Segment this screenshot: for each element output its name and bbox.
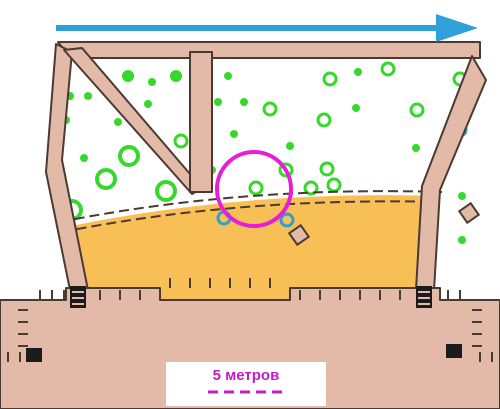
vegetation-ring	[95, 168, 117, 190]
vegetation-ring	[316, 112, 332, 128]
vegetation-ring	[319, 161, 335, 177]
vegetation-dot	[122, 70, 134, 82]
ladder-rungs	[72, 291, 430, 305]
rock-right-pillar	[415, 55, 487, 291]
vegetation-dot	[114, 118, 122, 126]
rock-frame	[0, 41, 500, 409]
vegetation-dot	[412, 144, 420, 152]
rock-top-beam	[57, 41, 481, 59]
earth-bank-lines	[59, 190, 443, 233]
vegetation-ring	[326, 177, 342, 193]
scale-bar-label: 5 метров	[212, 367, 280, 384]
vegetation-ring	[118, 145, 140, 167]
boulder-icon	[287, 201, 481, 247]
water-ring	[279, 212, 295, 228]
vegetation-ring	[278, 162, 294, 178]
rock-base	[0, 287, 500, 409]
earth-bank-upper	[59, 190, 443, 223]
control-circle-icon	[215, 150, 293, 228]
vegetation-dot	[224, 72, 232, 80]
vegetation-ring	[409, 102, 425, 118]
vegetation-ring	[303, 180, 319, 196]
vegetation-dot	[458, 192, 466, 200]
vegetation-ring	[322, 71, 338, 87]
sandy-ground-area	[62, 195, 440, 300]
pit-right	[446, 344, 462, 358]
vegetation-ring	[380, 61, 396, 77]
vegetation-ring	[262, 101, 278, 117]
vegetation-dot	[80, 154, 88, 162]
rock-diagonal-beam	[63, 47, 203, 195]
vegetation-dot	[286, 142, 294, 150]
vegetation-ring	[248, 180, 264, 196]
arrow-right-icon	[56, 14, 478, 42]
boulder-icon	[457, 201, 481, 225]
vegetation-dot	[354, 68, 362, 76]
boulder-icon	[287, 223, 311, 247]
vegetation-dot	[352, 104, 360, 112]
scale-bar	[166, 362, 326, 406]
vegetation-dot	[170, 70, 182, 82]
vegetation-dot	[214, 98, 222, 106]
vegetation-dot	[144, 100, 152, 108]
vegetation-dot	[240, 98, 248, 106]
earth-bank-lower	[61, 200, 441, 233]
vegetation-ring	[155, 180, 177, 202]
cliff-ticks	[7, 278, 493, 362]
vegetation-dot	[148, 78, 156, 86]
scale-bar-box	[166, 362, 326, 406]
pit-left	[26, 348, 42, 362]
vegetation-ring	[173, 133, 189, 149]
rock-middle-pillar	[189, 51, 213, 193]
vegetation-dot	[230, 130, 238, 138]
vegetation-dot	[84, 92, 92, 100]
vegetation-dot	[458, 236, 466, 244]
